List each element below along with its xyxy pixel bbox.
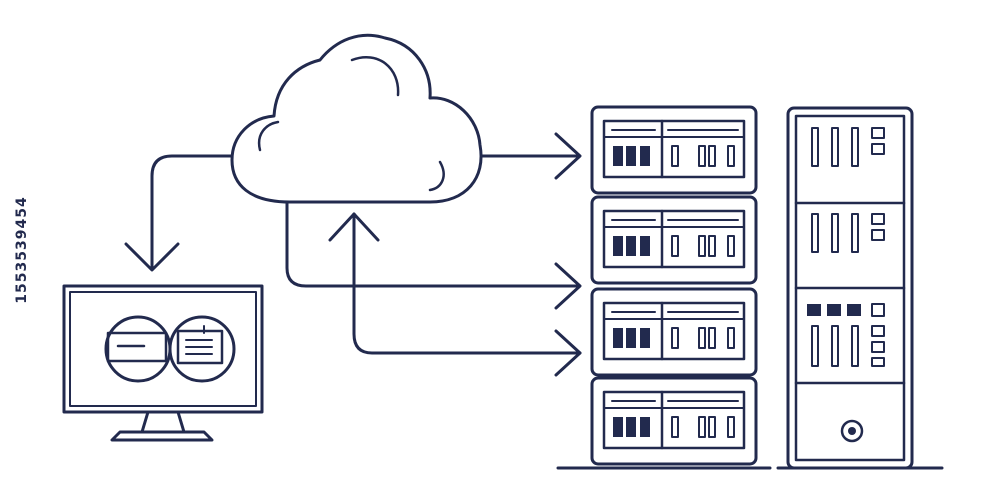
drive-bay-filled bbox=[640, 146, 650, 166]
drive-bay bbox=[708, 416, 716, 438]
tower-indicator bbox=[871, 303, 885, 317]
tower-slot bbox=[811, 213, 819, 253]
tower-indicator bbox=[871, 229, 885, 241]
drive-bay bbox=[671, 327, 679, 349]
drive-bay bbox=[671, 235, 679, 257]
drive-bay-filled bbox=[626, 146, 636, 166]
drive-bay bbox=[727, 327, 735, 349]
server-unit-panel bbox=[602, 390, 746, 450]
server-tower-icon bbox=[786, 106, 914, 470]
drive-bay bbox=[671, 145, 679, 167]
tower-indicator bbox=[871, 127, 885, 139]
server-unit-4 bbox=[590, 376, 758, 466]
drive-bay-filled bbox=[640, 328, 650, 348]
drive-bay-filled bbox=[640, 236, 650, 256]
server-unit-frame bbox=[590, 287, 758, 377]
drive-bay bbox=[708, 235, 716, 257]
drive-bay bbox=[727, 145, 735, 167]
arrow-icon bbox=[124, 242, 180, 272]
server-unit-2 bbox=[590, 195, 758, 285]
tower-indicator bbox=[871, 341, 885, 353]
cloud-highlight bbox=[350, 55, 400, 97]
window-circle-right bbox=[168, 315, 236, 383]
drive-bay bbox=[698, 235, 706, 257]
tower-slot bbox=[851, 213, 859, 253]
drive-bay-filled bbox=[626, 328, 636, 348]
cloud-highlight bbox=[428, 160, 445, 192]
drive-bay bbox=[698, 416, 706, 438]
tower-indicator bbox=[871, 325, 885, 337]
window-right bbox=[176, 329, 224, 365]
monitor-base bbox=[110, 430, 214, 442]
monitor-icon bbox=[62, 284, 264, 442]
power-button-icon bbox=[840, 419, 864, 443]
server-unit-frame bbox=[590, 105, 758, 195]
tower-led-filled bbox=[827, 304, 841, 316]
arrow-icon bbox=[554, 329, 582, 377]
tower-slot bbox=[851, 325, 859, 367]
arrow-icon bbox=[554, 132, 582, 180]
server-unit-panel bbox=[602, 209, 746, 269]
arrow-icon bbox=[328, 212, 380, 242]
tower-slot bbox=[831, 325, 839, 367]
window-circle-left bbox=[104, 315, 172, 383]
stock-id-watermark: 1553539454 bbox=[14, 196, 30, 304]
arrow-server-3-to-cloud bbox=[352, 212, 582, 355]
drive-bay-filled bbox=[613, 328, 623, 348]
tower-indicator bbox=[871, 357, 885, 367]
server-rack-icon bbox=[590, 105, 758, 466]
drive-bay-filled bbox=[613, 236, 623, 256]
cloud-highlight bbox=[257, 120, 280, 152]
tower-slot bbox=[831, 213, 839, 253]
drive-bay bbox=[708, 327, 716, 349]
tower-slot bbox=[831, 127, 839, 167]
tower-slot bbox=[811, 127, 819, 167]
drive-bay bbox=[708, 145, 716, 167]
tower-slot bbox=[811, 325, 819, 367]
server-unit-1 bbox=[590, 105, 758, 195]
monitor-stand bbox=[140, 410, 186, 434]
connectors bbox=[124, 132, 582, 377]
drive-bay bbox=[698, 327, 706, 349]
server-unit-panel bbox=[602, 119, 746, 179]
arrow-icon bbox=[554, 262, 582, 310]
drive-bay-filled bbox=[613, 146, 623, 166]
tower-led-filled bbox=[807, 304, 821, 316]
power-button-dot bbox=[848, 427, 856, 435]
drive-bay-filled bbox=[613, 417, 623, 437]
drive-bay bbox=[727, 416, 735, 438]
cloud-icon bbox=[230, 33, 483, 204]
tower-indicator bbox=[871, 213, 885, 225]
drive-bay-filled bbox=[640, 417, 650, 437]
arrow-cloud-to-monitor bbox=[150, 154, 234, 270]
window-left bbox=[106, 331, 168, 363]
server-unit-3 bbox=[590, 287, 758, 377]
tower-indicator bbox=[871, 143, 885, 155]
drive-bay bbox=[727, 235, 735, 257]
tower-slot bbox=[851, 127, 859, 167]
tower-body bbox=[786, 106, 914, 470]
drive-bay bbox=[671, 416, 679, 438]
server-unit-frame bbox=[590, 376, 758, 466]
server-unit-panel bbox=[602, 301, 746, 361]
tower-led-filled bbox=[847, 304, 861, 316]
arrow-cloud-to-server-2 bbox=[285, 201, 580, 288]
drive-bay bbox=[698, 145, 706, 167]
server-unit-frame bbox=[590, 195, 758, 285]
drive-bay-filled bbox=[626, 236, 636, 256]
drive-bay-filled bbox=[626, 417, 636, 437]
